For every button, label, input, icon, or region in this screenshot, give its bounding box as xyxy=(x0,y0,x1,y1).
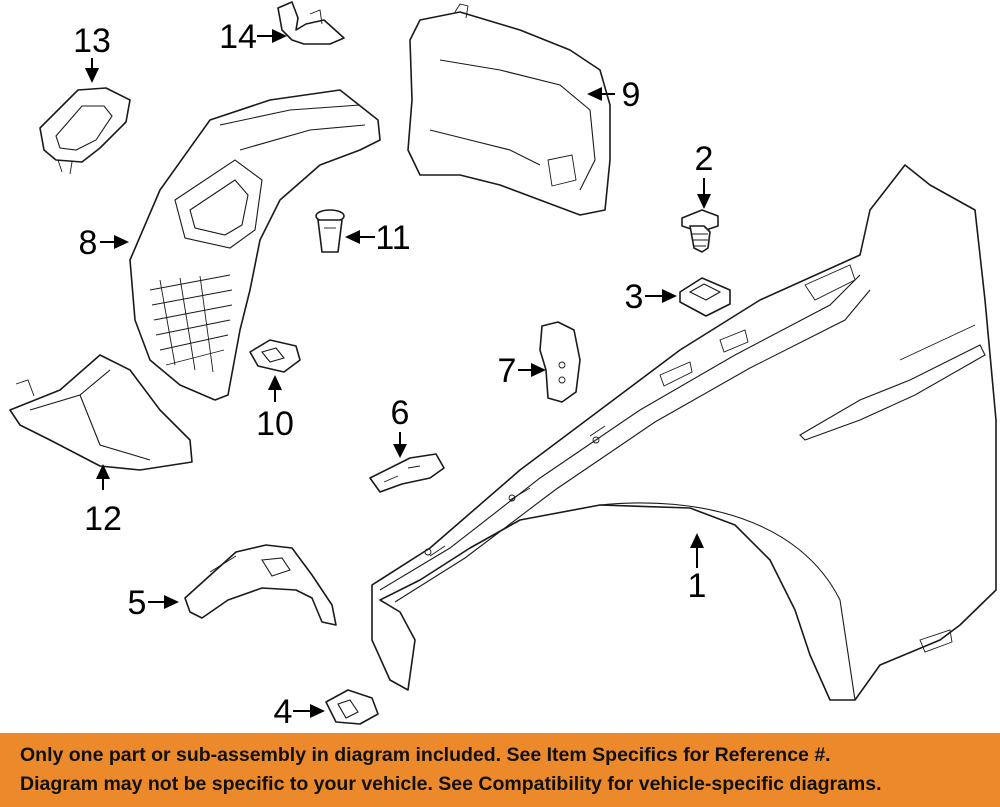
disclaimer-line-1: Only one part or sub-assembly in diagram… xyxy=(20,744,831,766)
callout-11: 11 xyxy=(375,219,410,257)
callout-12: 12 xyxy=(84,500,122,538)
disclaimer-line-2: Diagram may not be specific to your vehi… xyxy=(20,773,882,795)
bracket-part xyxy=(39,87,131,175)
parts-exploded-diagram: 1 2 3 4 5 6 7 8 9 10 11 12 13 14 xyxy=(9,1,997,730)
callout-1: 1 xyxy=(688,567,707,605)
fender-part xyxy=(371,164,997,701)
bracket-part xyxy=(277,1,345,45)
grommet-part xyxy=(315,209,345,253)
callout-8: 8 xyxy=(79,224,98,262)
bolt-part xyxy=(681,209,719,253)
clip-part xyxy=(679,277,731,317)
callout-13: 13 xyxy=(73,22,111,60)
callout-4: 4 xyxy=(274,693,293,730)
callout-2: 2 xyxy=(695,140,714,178)
leader-arrows xyxy=(85,29,711,718)
callout-5: 5 xyxy=(128,584,147,622)
nut-clip-part xyxy=(249,339,301,373)
callout-6: 6 xyxy=(391,394,410,432)
bracket-part xyxy=(184,544,337,626)
wheel-liner-part xyxy=(407,3,611,216)
wheel-liner-part xyxy=(129,89,381,401)
callout-3: 3 xyxy=(625,278,644,316)
disclaimer-banner: Only one part or sub-assembly in diagram… xyxy=(0,733,1000,807)
nut-clip-part xyxy=(325,689,379,725)
bracket-part xyxy=(369,453,445,493)
bracket-part xyxy=(539,321,581,403)
callout-7: 7 xyxy=(498,352,517,390)
callout-9: 9 xyxy=(622,76,641,114)
deflector-part xyxy=(9,354,193,471)
callout-10: 10 xyxy=(256,405,294,443)
callout-14: 14 xyxy=(219,18,257,56)
